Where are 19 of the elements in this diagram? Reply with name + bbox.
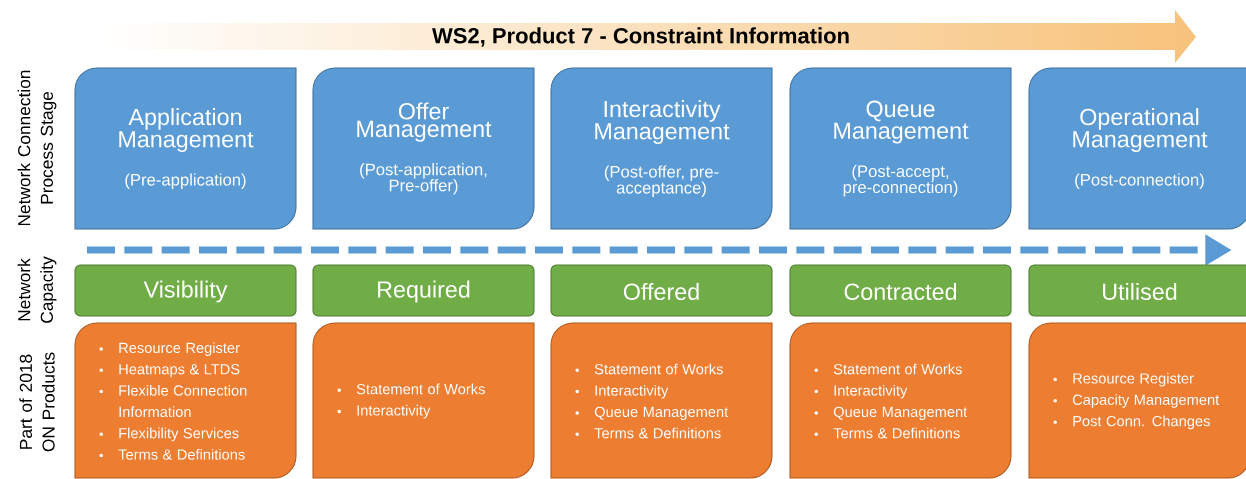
- row-label: Part of 2018 ON Products: [19, 352, 55, 452]
- capacity-box: Contracted: [789, 264, 1012, 317]
- row-label: Network Capacity: [17, 256, 57, 323]
- product-list-box: Statement of Works Interactivity Queue Management Terms & Definitions: [789, 322, 1012, 479]
- title: WS2, Product 7 - Constraint Information: [432, 27, 849, 47]
- capacity-box: Required: [312, 264, 535, 317]
- product-list-box: Resource Register Heatmaps & LTDS Flexible Connection Information Flexibility Services Terms & Definitions: [74, 322, 297, 479]
- stage-box: Queue Management (Post-accept, pre-connection): [789, 67, 1012, 230]
- product-list-box: Statement of Works Interactivity Queue Management Terms & Definitions: [550, 322, 773, 479]
- stage-box: Interactivity Management (Post-offer, pre-acceptance): [550, 67, 773, 230]
- product-list-box: Resource Register Capacity Management Post Conn. Changes: [1028, 322, 1246, 479]
- stage-box: Offer Management (Post-application, Pre-offer): [312, 67, 535, 230]
- product-list-box: Statement of Works Interactivity: [312, 322, 535, 479]
- stage-box: Operational Management (Post-connection): [1028, 67, 1246, 230]
- capacity-box: Utilised: [1028, 264, 1246, 317]
- capacity-box: Visibility: [74, 264, 297, 317]
- stage-box: Application Management (Pre-application): [74, 67, 297, 230]
- capacity-box: Offered: [550, 264, 773, 317]
- row-label: Network Connection Process Stage: [17, 70, 57, 226]
